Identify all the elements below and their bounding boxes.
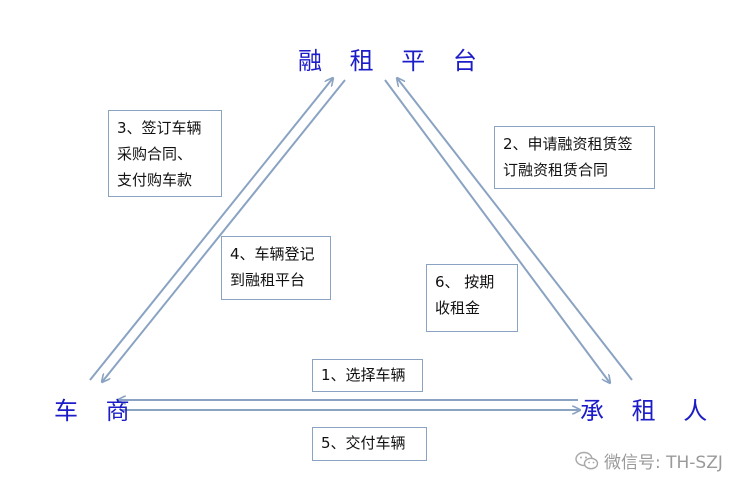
step-5-label: 5、交付车辆 [321,434,406,452]
step-5-box: 5、交付车辆 [312,427,427,461]
step-1-label: 1、选择车辆 [321,366,406,384]
step-2-box: 2、申请融资租赁签 订融资租赁合同 [494,126,655,189]
node-platform: 融 租 平 台 [298,47,487,75]
arrow-dealer-to-platform [89,78,333,381]
wechat-icon [575,451,599,469]
step-3-line-2: 采购合同、 [117,145,193,163]
step-6-line-1: 6、 按期 [435,273,495,291]
step-2-line-1: 2、申请融资租赁签 [503,135,633,153]
step-3-line-1: 3、签订车辆 [117,119,202,137]
watermark: 微信号: TH-SZJ [575,448,723,473]
step-4-line-2: 到融租平台 [230,271,306,289]
arrow-platform-to-dealer [102,79,346,382]
step-6-line-2: 收租金 [435,299,481,317]
step-1-box: 1、选择车辆 [312,359,423,392]
arrow-platform-to-lessee [384,79,610,383]
step-3-line-3: 支付购车款 [117,171,193,189]
node-lessee: 承 租 人 [580,397,718,425]
step-4-line-1: 4、车辆登记 [230,245,315,263]
arrow-lessee-to-platform [397,78,633,381]
step-2-line-2: 订融资租赁合同 [503,161,609,179]
node-dealer: 车 商 [54,397,140,425]
step-6-box: 6、 按期 收租金 [426,264,518,332]
watermark-text: 微信号: TH-SZJ [604,453,723,473]
step-4-box: 4、车辆登记 到融租平台 [221,236,331,300]
step-3-box: 3、签订车辆 采购合同、 支付购车款 [108,110,222,197]
